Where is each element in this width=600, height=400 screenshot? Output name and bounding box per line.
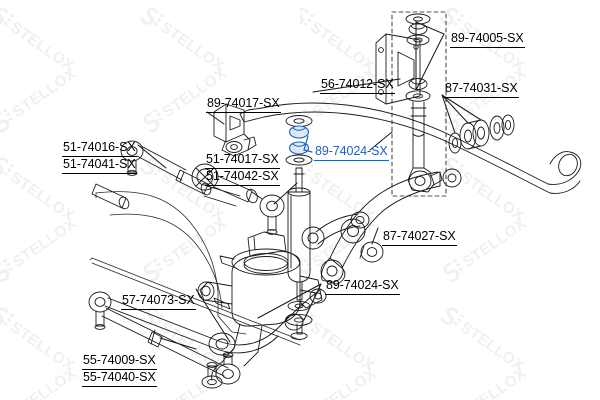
callout-89-74017-sx[interactable]: 89-74017-SX <box>206 96 281 113</box>
part-number-text: 51-74041-SX <box>62 157 137 174</box>
part-number-text: 51-74042-SX <box>205 169 280 186</box>
part-number-text: 55-74040-SX <box>82 370 157 387</box>
callout-87-74031-sx[interactable]: 87-74031-SX <box>444 81 519 98</box>
part-number-text: 87-74027-SX <box>382 229 457 246</box>
part-number-text: 89-74017-SX <box>206 96 281 113</box>
part-number-text: 89-74005-SX <box>450 31 525 48</box>
part-number-text: 51-74017-SX <box>205 152 280 169</box>
callout-51-74017-sx[interactable]: 51-74017-SX 51-74042-SX <box>205 152 280 186</box>
callout-56-74012-sx[interactable]: 56-74012-SX <box>320 77 395 94</box>
part-number-text: 57-74073-SX <box>121 293 196 310</box>
callout-89-74005-sx[interactable]: 89-74005-SX <box>450 31 525 48</box>
part-number-text: 87-74031-SX <box>444 81 519 98</box>
part-number-text: 89-74024-SX <box>314 144 389 161</box>
callout-55-74009-sx[interactable]: 55-74009-SX 55-74040-SX <box>82 353 157 387</box>
part-number-text: 55-74009-SX <box>82 353 157 370</box>
callout-51-74016-sx[interactable]: 51-74016-SX 51-74041-SX <box>62 140 137 174</box>
callout-57-74073-sx[interactable]: 57-74073-SX <box>121 293 196 310</box>
part-number-text: 51-74016-SX <box>62 140 137 157</box>
part-number-text: 89-74024-SX <box>325 278 400 295</box>
callout-87-74027-sx[interactable]: 87-74027-SX <box>382 229 457 246</box>
callout-89-74024-sx-highlighted[interactable]: 89-74024-SX <box>314 144 389 161</box>
part-number-text: 56-74012-SX <box>320 77 395 94</box>
callout-89-74024-sx[interactable]: 89-74024-SX <box>325 278 400 295</box>
